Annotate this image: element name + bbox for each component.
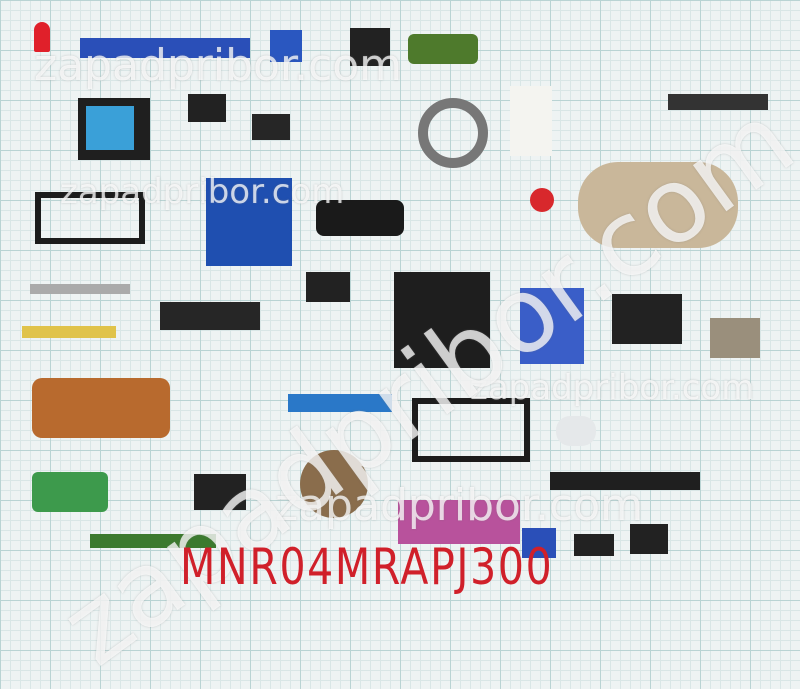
relay-module (612, 294, 682, 344)
ring (418, 98, 488, 168)
potentiometer (30, 284, 130, 294)
black-component (350, 28, 390, 66)
electrolytic-capacitor (316, 200, 404, 236)
dip-socket-2 (412, 398, 530, 462)
potentiometer-rotary (300, 450, 368, 518)
watermark: zapadpribor.com (34, 40, 402, 91)
resistor-network-yellow (22, 326, 116, 338)
sip-resistor (668, 94, 768, 110)
ic-dip (160, 302, 260, 330)
gyro-module (520, 288, 584, 364)
dip-socket (35, 192, 145, 244)
trimmer-blue-2 (522, 528, 556, 558)
trimmer-blue (270, 30, 302, 62)
ic-small (194, 474, 246, 510)
led-red (34, 22, 50, 52)
dip-chip (188, 94, 226, 122)
watermark: zapadpribor.com (60, 172, 345, 212)
ic-soic (306, 272, 350, 302)
varistor-red (530, 188, 554, 212)
led-clear (556, 416, 596, 446)
resistor-ceramic (510, 86, 552, 156)
dip-chip-2 (252, 114, 290, 140)
to3-transistor (578, 162, 738, 248)
metal-package (710, 318, 760, 358)
qfp-chip (394, 272, 490, 368)
part-number-title: MNR04MRAPJ300 (180, 538, 554, 596)
humidity-sensor (78, 98, 150, 160)
capacitor-green (408, 34, 478, 64)
touch-sensor (206, 178, 292, 266)
watermark: zapadpribor.com (275, 480, 643, 531)
socket-strip (550, 472, 700, 490)
ic-dip-2 (630, 524, 668, 554)
pin-header-blue (80, 38, 250, 58)
resistor-blue (288, 394, 392, 412)
ceramic-chip (398, 500, 520, 544)
ic-soic-2 (574, 534, 614, 556)
watermark: zapadpribor.com (470, 368, 755, 408)
capacitor-green-2 (32, 472, 108, 512)
capacitor-orange (32, 378, 170, 438)
resistor-green (90, 534, 216, 548)
